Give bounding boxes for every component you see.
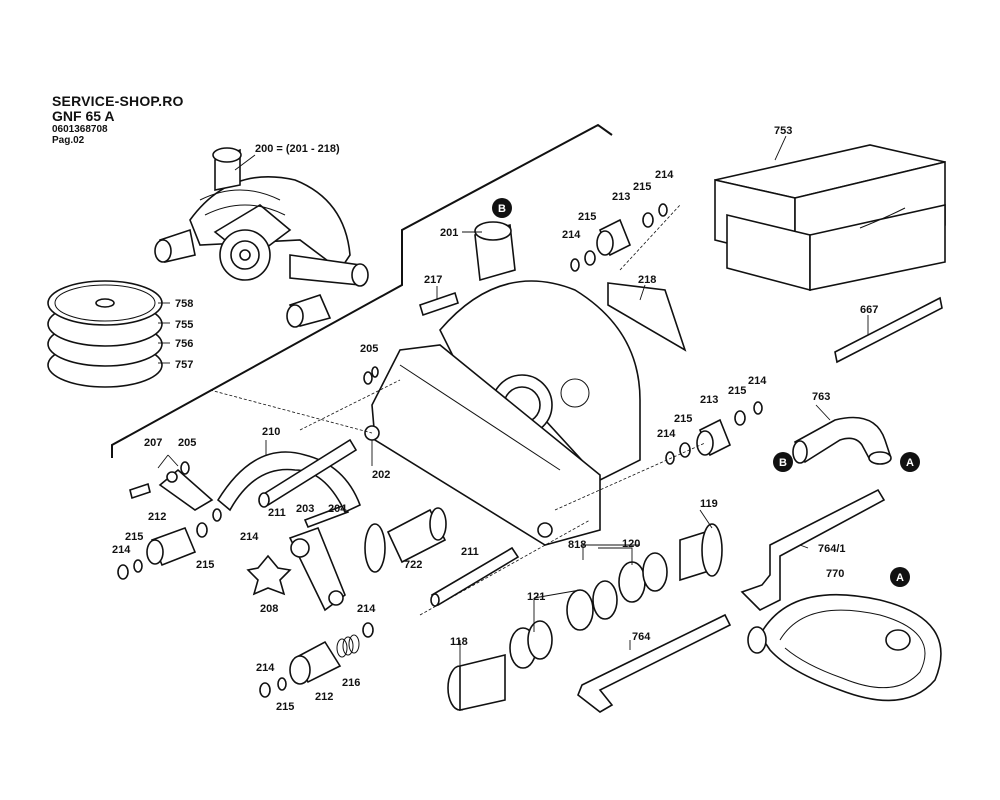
- callout-215-b: 215: [578, 211, 596, 223]
- callout-667: 667: [860, 304, 878, 316]
- diagram-header: SERVICE-SHOP.RO GNF 65 A 0601368708 Pag.…: [52, 94, 184, 146]
- callout-201: 201: [440, 227, 458, 239]
- shaft-211-left: [258, 438, 358, 508]
- callout-215-d: 215: [674, 413, 692, 425]
- callout-214-d: 214: [657, 428, 676, 440]
- bushing-212-upper: [146, 526, 197, 567]
- callout-764: 764: [632, 631, 651, 643]
- callout-214-h: 214: [256, 662, 275, 674]
- callout-214-e: 214: [112, 544, 131, 556]
- callout-753: 753: [774, 125, 792, 137]
- bearing-group-lower: [665, 401, 763, 465]
- callout-215-g: 215: [276, 701, 294, 713]
- callout-218: 218: [638, 274, 656, 286]
- model-name: GNF 65 A: [52, 108, 115, 124]
- callout-764-1: 764/1: [818, 543, 846, 555]
- marker-a-vac: A: [890, 567, 910, 587]
- callout-215-c: 215: [728, 385, 746, 397]
- arm-203: [288, 526, 346, 612]
- marker-label: A: [896, 572, 904, 584]
- callout-722: 722: [404, 559, 422, 571]
- marker-label: A: [906, 457, 914, 469]
- callout-215-f: 215: [196, 559, 214, 571]
- callout-207: 207: [144, 437, 162, 449]
- guard-blade-218: [607, 282, 687, 352]
- callout-214-c: 214: [748, 375, 767, 387]
- callout-204: 204: [328, 503, 347, 515]
- small-washers: [117, 366, 379, 698]
- callout-214-f: 214: [240, 531, 259, 543]
- callout-212-lower: 212: [315, 691, 333, 703]
- marker-label: B: [779, 457, 787, 469]
- callout-770: 770: [826, 568, 844, 580]
- bar-667: [834, 296, 943, 364]
- callout-119: 119: [700, 498, 718, 510]
- part-number: 0601368708: [52, 124, 108, 135]
- callout-118: 118: [450, 636, 468, 648]
- callout-211-left: 211: [268, 507, 286, 519]
- callout-217: 217: [424, 274, 442, 286]
- bushing-212-lower: [289, 640, 342, 685]
- callout-205-left: 205: [178, 437, 196, 449]
- callout-210: 210: [262, 426, 280, 438]
- assembly-dashed-lines: [209, 204, 706, 616]
- callout-213-upper: 213: [612, 191, 630, 203]
- handle-722: [364, 507, 447, 573]
- marker-b-top: B: [492, 198, 512, 218]
- wrench-764-1: [740, 488, 886, 611]
- callout-labels: 200 = (201 - 218) 201 202 203 204 205 20…: [112, 125, 878, 713]
- star-knob-208: [246, 554, 292, 596]
- callout-208: 208: [260, 603, 278, 615]
- section-frame-line: [111, 123, 613, 458]
- callout-758: 758: [175, 298, 193, 310]
- callout-214-b: 214: [562, 229, 581, 241]
- marker-label: B: [498, 203, 506, 215]
- callout-818: 818: [568, 539, 586, 551]
- callout-215-a: 215: [633, 181, 651, 193]
- spring-216: [336, 634, 360, 658]
- base-plate: [364, 344, 601, 546]
- marker-b-hose: B: [773, 452, 793, 472]
- callout-763: 763: [812, 391, 830, 403]
- callout-214-a: 214: [655, 169, 674, 181]
- marker-a-hose: A: [900, 452, 920, 472]
- callout-120: 120: [622, 538, 640, 550]
- diamond-blade-stack: [47, 280, 163, 388]
- leader-lines: [157, 135, 869, 665]
- lever-207: [129, 468, 214, 511]
- flange-set: [447, 523, 723, 711]
- callout-213-lower: 213: [700, 394, 718, 406]
- callout-200: 200 = (201 - 218): [255, 143, 340, 155]
- label-strip-217: [419, 291, 459, 317]
- callout-205-top: 205: [360, 343, 378, 355]
- callout-214-g: 214: [357, 603, 376, 615]
- callout-757: 757: [175, 359, 193, 371]
- callout-755: 755: [175, 319, 193, 331]
- callout-203: 203: [296, 503, 314, 515]
- assembled-saw-illustration: [154, 147, 369, 328]
- bolt-204: [303, 503, 350, 529]
- callout-202: 202: [372, 469, 390, 481]
- bearing-group-upper: [570, 203, 668, 272]
- wrench-764: [577, 613, 732, 713]
- callout-216: 216: [342, 677, 360, 689]
- callout-212-upper: 212: [148, 511, 166, 523]
- callout-121: 121: [527, 591, 545, 603]
- carrying-case: [714, 144, 946, 292]
- callout-211-right: 211: [461, 546, 479, 558]
- elbow-hose: [792, 416, 892, 465]
- shaft-211-right: [430, 546, 520, 607]
- callout-756: 756: [175, 338, 193, 350]
- vacuum-hose: [747, 593, 942, 702]
- page-label: Pag.02: [52, 135, 85, 146]
- callout-215-e: 215: [125, 531, 143, 543]
- shop-name: SERVICE-SHOP.RO: [52, 93, 184, 109]
- guard-housing: [439, 221, 641, 481]
